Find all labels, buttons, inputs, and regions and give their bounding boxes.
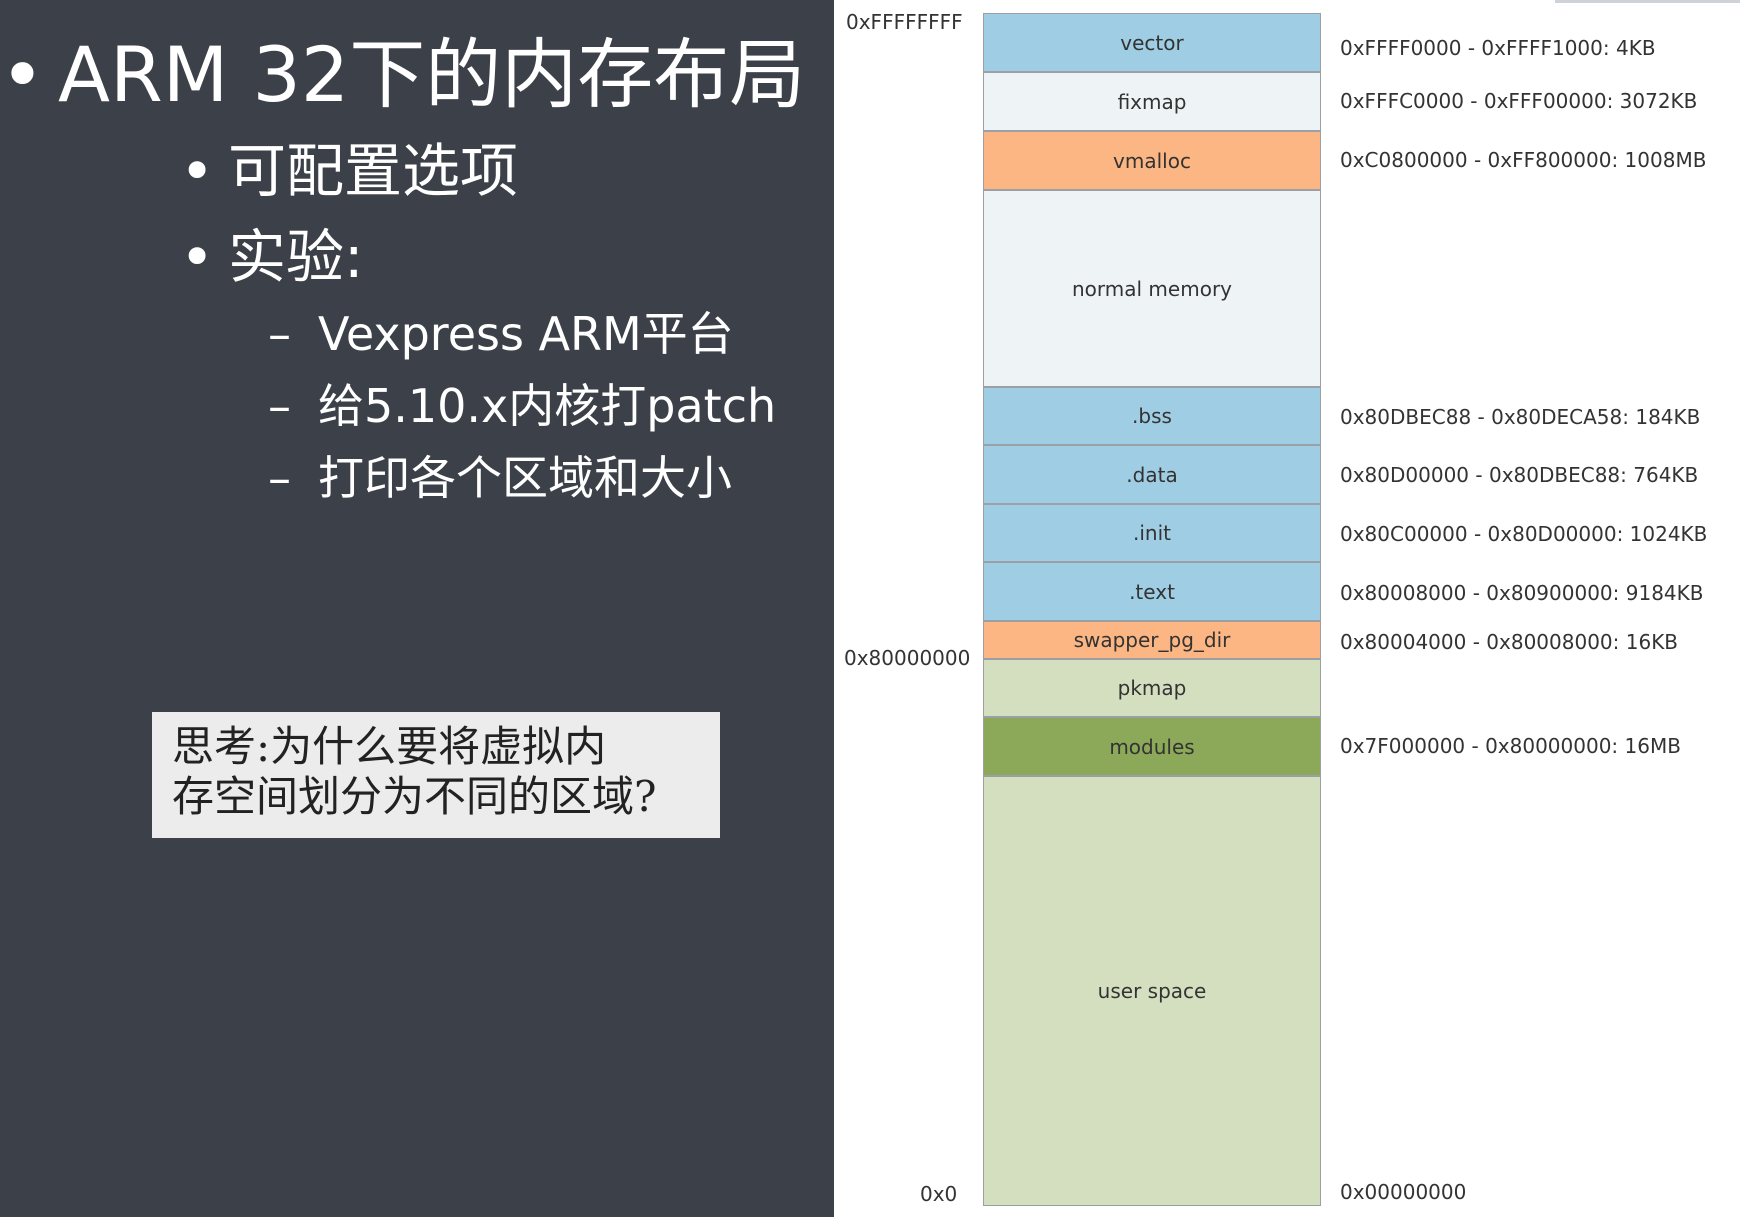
region-data: .data [983,445,1321,504]
region-normal-memory: normal memory [983,190,1321,387]
think-line-1: 思考:为什么要将虚拟内 [172,722,607,771]
range-swapper-pg-dir: 0x80004000 - 0x80008000: 16KB [1340,630,1679,654]
sub-bullet-print: –打印各个区域和大小 [268,451,732,505]
range-text: 0x80008000 - 0x80900000: 9184KB [1340,581,1704,605]
addr-bottom: 0x0 [920,1182,958,1206]
region-fixmap: fixmap [983,72,1321,131]
region-vmalloc: vmalloc [983,131,1321,190]
region-init: .init [983,504,1321,562]
think-line-2: 存空间划分为不同的区域? [172,772,657,821]
think-question-box: 思考:为什么要将虚拟内 存空间划分为不同的区域? [152,712,720,838]
range-init: 0x80C00000 - 0x80D00000: 1024KB [1340,522,1708,546]
region-bss: .bss [983,387,1321,445]
range-vector: 0xFFFF0000 - 0xFFFF1000: 4KB [1340,36,1656,60]
range-bss: 0x80DBEC88 - 0x80DECA58: 184KB [1340,405,1701,429]
range-modules: 0x7F000000 - 0x80000000: 16MB [1340,734,1681,758]
slide-title: •ARM 32下的内存布局 [0,30,806,119]
bullet-experiment: •实验: [180,223,364,291]
top-edge-line [1555,0,1740,3]
bullet-config-options: •可配置选项 [180,137,519,205]
region-modules: modules [983,717,1321,776]
range-vmalloc: 0xC0800000 - 0xFF800000: 1008MB [1340,148,1707,172]
range-fixmap: 0xFFFC0000 - 0xFFF00000: 3072KB [1340,89,1698,113]
region-vector: vector [983,13,1321,72]
addr-top: 0xFFFFFFFF [846,10,963,34]
region-pkmap: pkmap [983,659,1321,717]
sub-bullet-patch: –给5.10.x内核打patch [268,379,777,433]
addr-mid: 0x80000000 [844,646,971,670]
slide-panel: •ARM 32下的内存布局 •可配置选项 •实验: –Vexpress ARM平… [0,0,834,1217]
range-user-space: 0x00000000 [1340,1180,1467,1204]
region-text: .text [983,562,1321,621]
sub-bullet-platform: –Vexpress ARM平台 [268,307,734,361]
region-user-space: user space [983,776,1321,1206]
range-data: 0x80D00000 - 0x80DBEC88: 764KB [1340,463,1699,487]
region-swapper-pg-dir: swapper_pg_dir [983,621,1321,659]
